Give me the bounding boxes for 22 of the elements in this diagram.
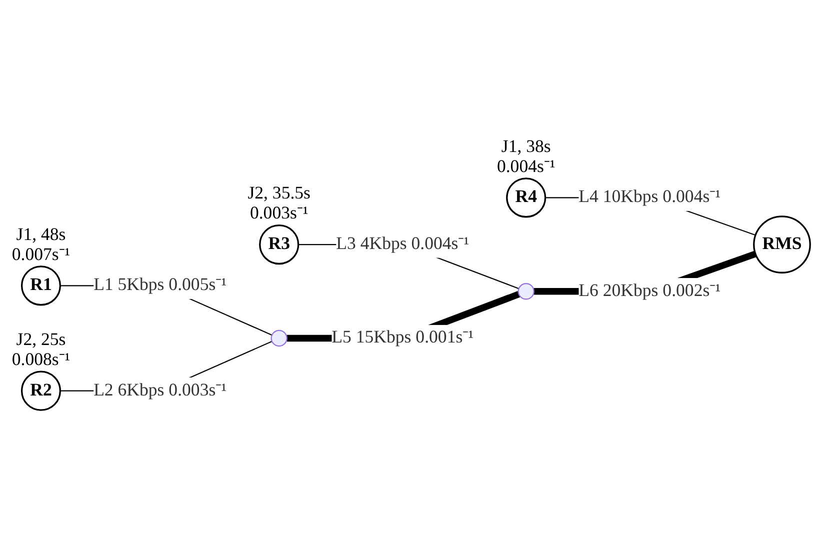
annotation-text: 0.007s⁻¹ xyxy=(12,244,70,264)
edge-label: L4 10Kbps 0.004s⁻¹ xyxy=(578,188,721,207)
annotation-text: J1, 48s xyxy=(16,224,66,244)
node-circle xyxy=(20,370,62,411)
edge-label: L6 20Kbps 0.002s⁻¹ xyxy=(578,281,721,300)
edge-label: L1 5Kbps 0.005s⁻¹ xyxy=(94,276,227,295)
node-circle xyxy=(20,266,62,306)
node-circle xyxy=(506,178,546,218)
edge-label: L3 4Kbps 0.004s⁻¹ xyxy=(336,234,470,254)
annotation-text: J2, 35.5s xyxy=(248,182,310,203)
network-diagram: L1 5Kbps 0.005s⁻¹ L2 6Kbps 0.003s⁻¹ L3 4Kbps 0.004s⁻¹ L4 10Kbps 0.004s⁻¹ L5 15Kbps 0.001s⁻¹ L6 20Kbps 0.002s⁻¹ R2 R4 R3 R1 RMS J2, 25s 0.008s⁻¹ J1, 38s 0.004s⁻¹ J2, 35.5s 0.003s⁻¹ J1, 48s 0.007s⁻¹ xyxy=(3,3,819,543)
annotation-text: 0.008s⁻¹ xyxy=(12,348,70,369)
node-circle xyxy=(753,216,811,274)
annotation-text: J2, 25s xyxy=(16,328,66,349)
annotation-text: 0.003s⁻¹ xyxy=(250,202,308,223)
node-circle xyxy=(518,283,534,300)
annotation-text: 0.004s⁻¹ xyxy=(496,156,556,176)
node-circle xyxy=(270,330,288,347)
annotation-text: J1, 38s xyxy=(501,136,551,156)
node-circle xyxy=(259,224,300,265)
edge-label: L2 6Kbps 0.003s⁻¹ xyxy=(94,380,227,400)
edge-label: L5 15Kbps 0.001s⁻¹ xyxy=(332,328,474,348)
